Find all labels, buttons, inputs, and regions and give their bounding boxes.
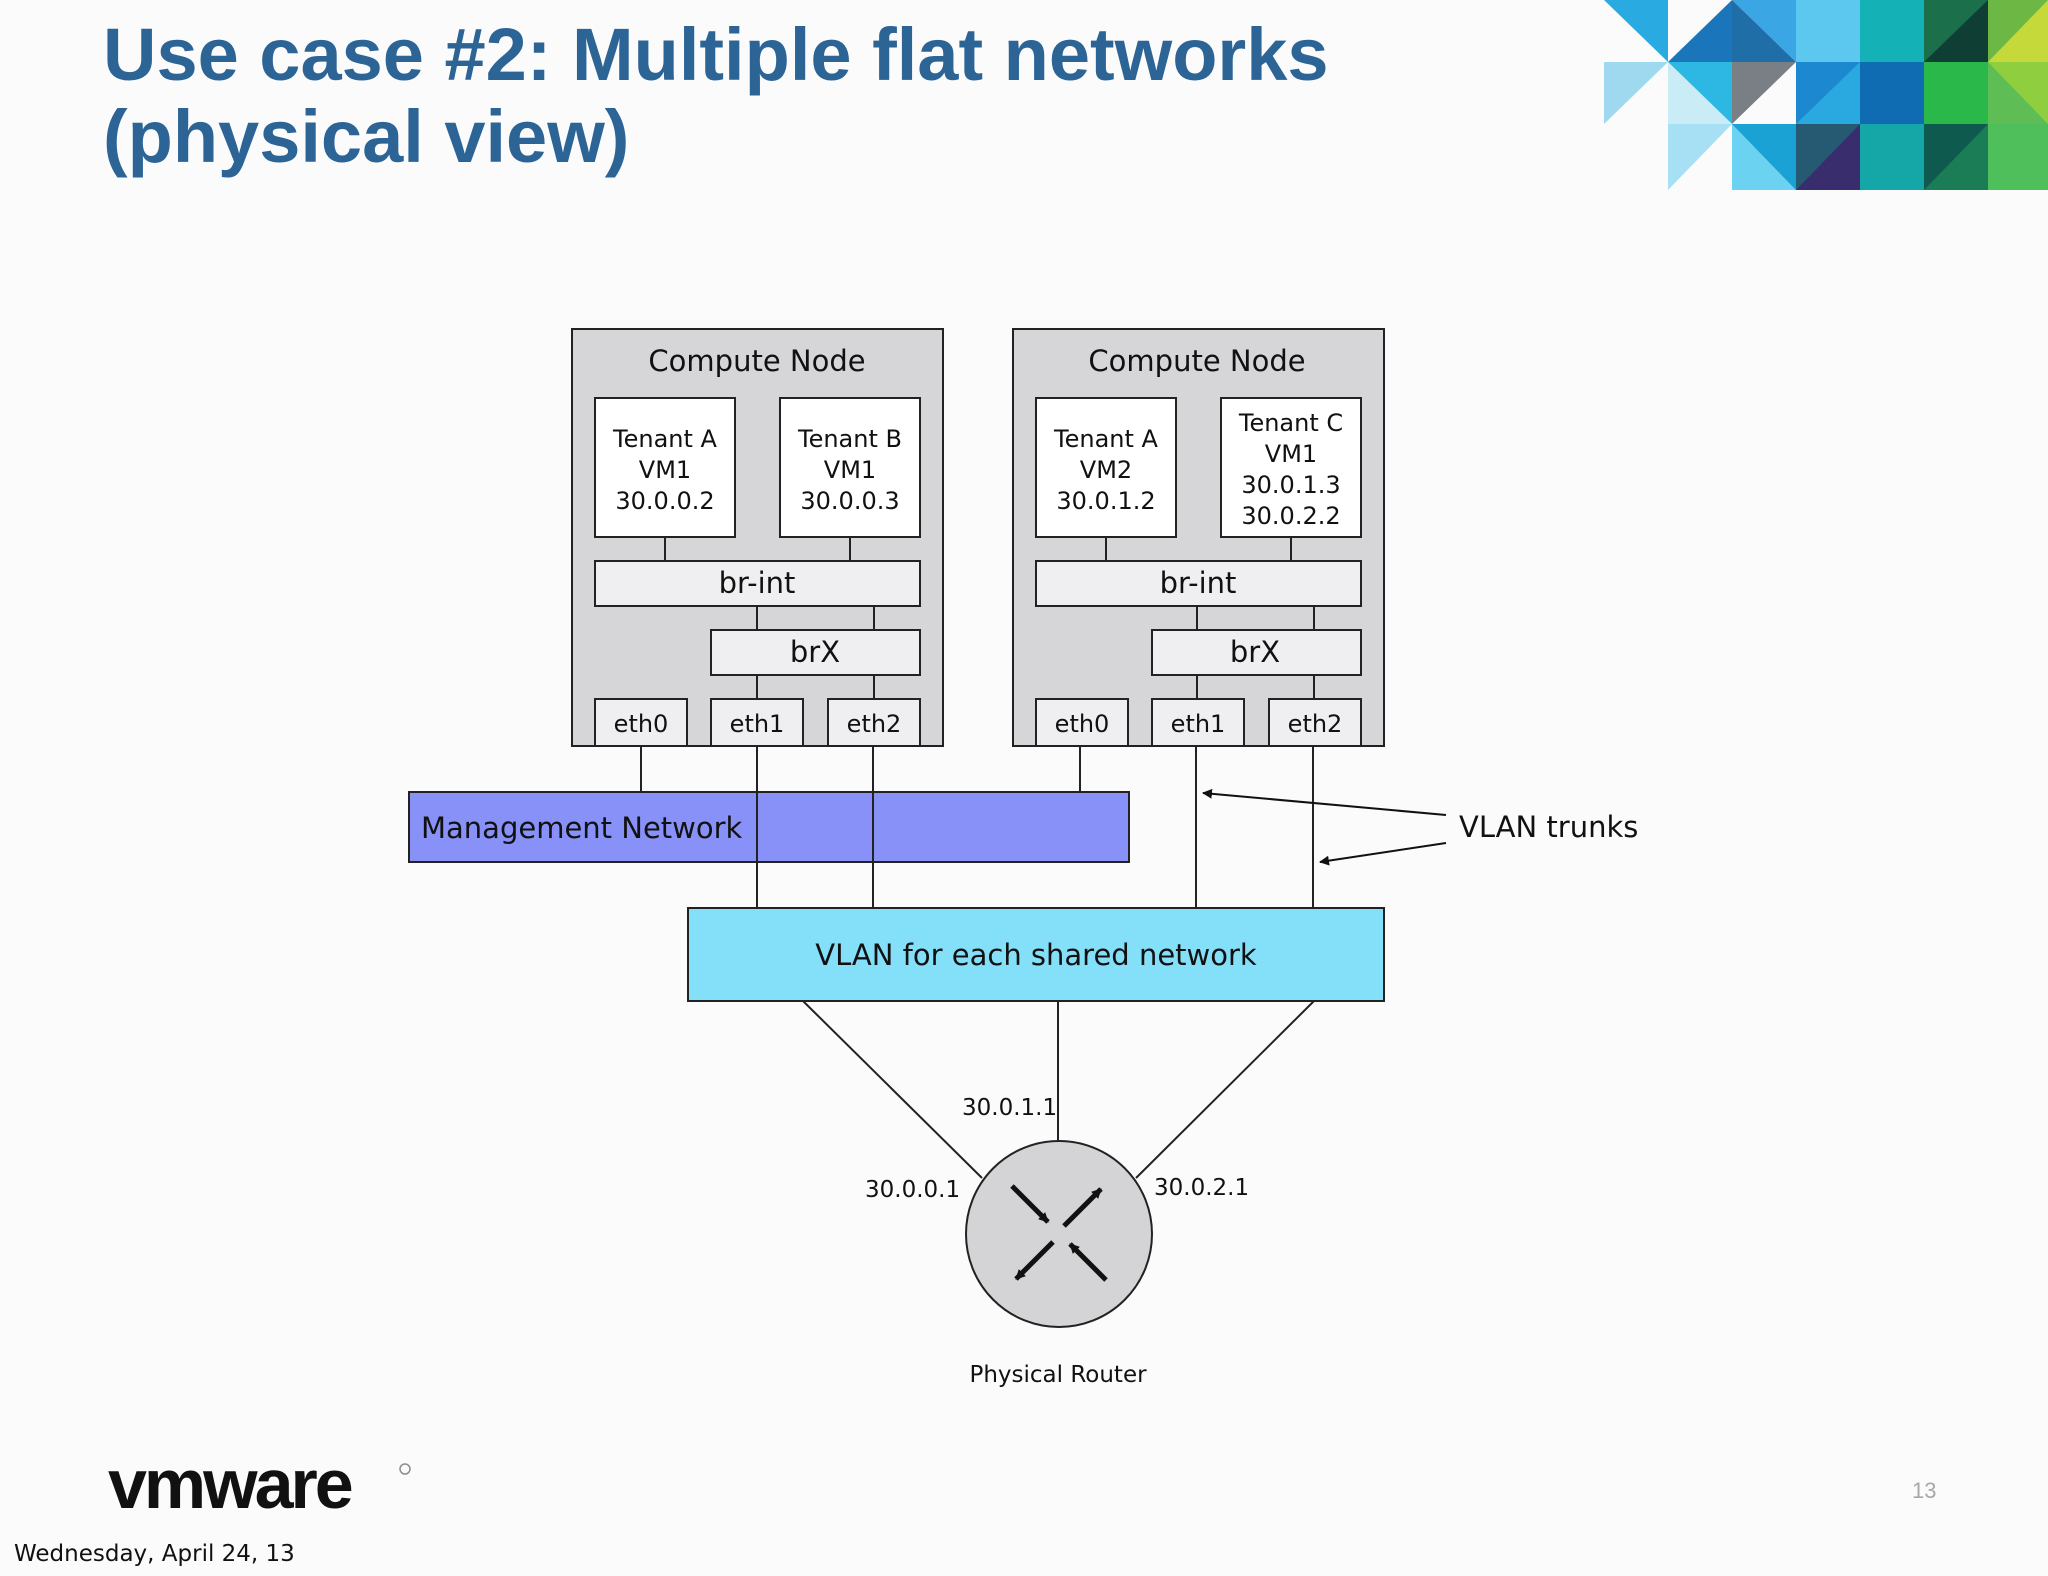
svg-text:brX: brX xyxy=(1230,635,1280,669)
svg-text:Tenant A: Tenant A xyxy=(612,425,718,453)
br-int-1: br-int xyxy=(594,560,921,607)
svg-text:VM1: VM1 xyxy=(639,456,691,484)
slide-title: Use case #2: Multiple flat networks (phy… xyxy=(103,14,1329,178)
nic-eth2-node2: eth2 xyxy=(1268,698,1362,747)
nic-eth0-node1: eth0 xyxy=(594,698,688,747)
nic-eth0-node2: eth0 xyxy=(1035,698,1129,747)
svg-text:br-int: br-int xyxy=(719,566,796,600)
decorative-mosaic xyxy=(1604,0,2048,190)
router-ip-30-0-0-1: 30.0.0.1 xyxy=(865,1177,960,1203)
physical-router-label: Physical Router xyxy=(969,1362,1147,1388)
router-ip-30-0-2-1: 30.0.2.1 xyxy=(1154,1175,1249,1201)
svg-text:VM2: VM2 xyxy=(1080,456,1132,484)
nic-eth2-node1: eth2 xyxy=(827,698,921,747)
nic-eth1-node1: eth1 xyxy=(710,698,804,747)
svg-text:eth2: eth2 xyxy=(1288,710,1343,738)
link-vlan-router-right xyxy=(1135,1000,1315,1179)
svg-text:eth2: eth2 xyxy=(847,710,902,738)
svg-text:brX: brX xyxy=(790,635,840,669)
vm-tenant-b-vm1: Tenant B VM1 30.0.0.3 xyxy=(779,397,921,538)
slide-title-line-2: (physical view) xyxy=(103,95,630,178)
svg-text:eth0: eth0 xyxy=(614,710,669,738)
compute-node-1: Compute Node Tenant A VM1 30.0.0.2 Tenan… xyxy=(571,328,944,747)
svg-text:Tenant B: Tenant B xyxy=(797,425,902,453)
compute-node-2: Compute Node Tenant A VM2 30.0.1.2 Tenan… xyxy=(1012,328,1385,747)
router-ip-30-0-1-1: 30.0.1.1 xyxy=(962,1095,1057,1121)
vlan-trunks-annotation: VLAN trunks xyxy=(1202,788,1638,866)
svg-text:Tenant A: Tenant A xyxy=(1053,425,1159,453)
compute-node-1-label: Compute Node xyxy=(648,344,865,378)
vm-tenant-a-vm2: Tenant A VM2 30.0.1.2 xyxy=(1035,397,1177,538)
brx-2: brX xyxy=(1151,629,1362,676)
svg-text:eth1: eth1 xyxy=(730,710,785,738)
link-vlan-router-left xyxy=(802,1000,983,1179)
router-arrows-icon xyxy=(1010,1184,1108,1282)
compute-node-2-label: Compute Node xyxy=(1088,344,1305,378)
svg-text:VM1: VM1 xyxy=(1265,440,1317,468)
svg-text:VLAN trunks: VLAN trunks xyxy=(1459,810,1638,844)
svg-text:30.0.1.2: 30.0.1.2 xyxy=(1056,487,1155,515)
svg-text:30.0.0.3: 30.0.0.3 xyxy=(800,487,899,515)
svg-text:VM1: VM1 xyxy=(824,456,876,484)
footer-date: Wednesday, April 24, 13 xyxy=(14,1541,295,1567)
nic-eth1-node2: eth1 xyxy=(1151,698,1245,747)
svg-text:br-int: br-int xyxy=(1160,566,1237,600)
br-int-2: br-int xyxy=(1035,560,1362,607)
svg-text:30.0.2.2: 30.0.2.2 xyxy=(1241,502,1340,530)
svg-text:eth0: eth0 xyxy=(1055,710,1110,738)
vm-tenant-a-vm1: Tenant A VM1 30.0.0.2 xyxy=(594,397,736,538)
svg-text:eth1: eth1 xyxy=(1171,710,1226,738)
vmware-logo: vmware xyxy=(108,1452,411,1522)
vm-tenant-c-vm1: Tenant C VM1 30.0.1.3 30.0.2.2 xyxy=(1220,397,1362,538)
brx-1: brX xyxy=(710,629,921,676)
page-number: 13 xyxy=(1912,1478,1937,1503)
svg-text:VLAN for each shared network: VLAN for each shared network xyxy=(815,938,1257,972)
svg-text:Management Network: Management Network xyxy=(421,811,743,845)
physical-router: Physical Router xyxy=(965,1140,1153,1388)
svg-text:30.0.0.2: 30.0.0.2 xyxy=(615,487,714,515)
slide-title-line-1: Use case #2: Multiple flat networks xyxy=(103,13,1329,96)
svg-text:vmware: vmware xyxy=(108,1452,352,1522)
vlan-shared-network: VLAN for each shared network xyxy=(687,907,1385,1002)
svg-text:30.0.1.3: 30.0.1.3 xyxy=(1241,471,1340,499)
svg-text:Tenant C: Tenant C xyxy=(1238,409,1343,437)
management-network: Management Network xyxy=(408,791,1130,863)
